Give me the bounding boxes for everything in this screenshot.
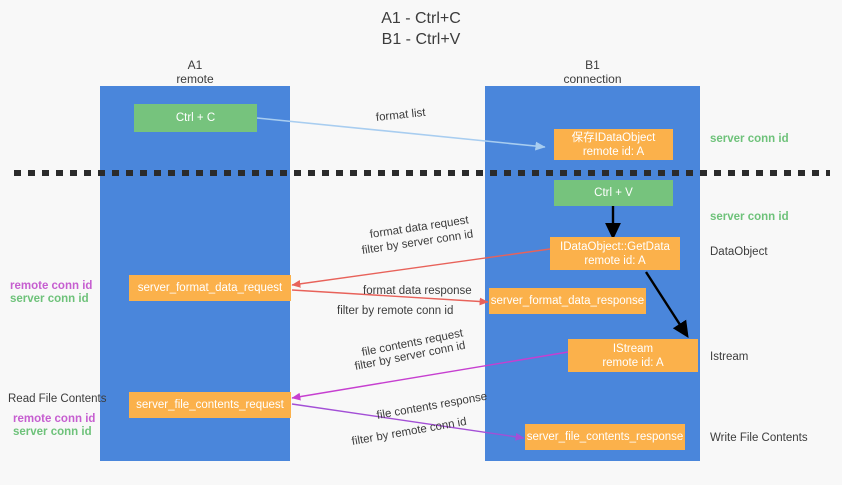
filter-prefix: filter by: [337, 305, 378, 317]
node-ctrl-v-label: Ctrl + V: [594, 187, 633, 199]
filter-key-remote-conn-id: remote conn id: [377, 305, 454, 317]
lane-a1-sub: remote: [176, 72, 214, 86]
node-getdata-line2: remote id: A: [584, 254, 646, 267]
edge-label-format-list: format list: [375, 106, 426, 126]
lane-b1-sub: connection: [563, 72, 622, 86]
node-istream[interactable]: IStream remote id: A: [568, 339, 698, 372]
page-title: A1 - Ctrl+C B1 - Ctrl+V: [0, 8, 842, 50]
left-label-remote-conn-id-lower: remote conn id: [13, 412, 95, 427]
node-save-dataobject-line2: remote id: A: [582, 145, 645, 158]
right-label-dataobject: DataObject: [710, 245, 768, 260]
left-label-remote-conn-id-upper: remote conn id: [10, 279, 92, 294]
node-server-format-data-response-label: server_format_data_response: [490, 295, 645, 307]
edge-label-format-data-response: format data response: [363, 284, 472, 299]
node-server-file-contents-request[interactable]: server_file_contents_request: [129, 392, 291, 418]
left-label-server-conn-id-lower-text: server conn id: [13, 426, 92, 438]
node-server-format-data-request[interactable]: server_format_data_request: [129, 275, 291, 301]
edge-label-file-contents-response-filter: filter by remote conn id: [351, 415, 468, 450]
node-ctrl-v[interactable]: Ctrl + V: [554, 180, 673, 206]
filter-prefix: filter by: [353, 353, 396, 373]
left-label-server-conn-id-upper-text: server conn id: [10, 293, 89, 305]
left-label-server-conn-id-lower: server conn id: [13, 425, 92, 440]
node-server-file-contents-response[interactable]: server_file_contents_response: [525, 424, 685, 450]
right-label-server-conn-id-second-text: server conn id: [710, 211, 789, 223]
lane-a1-name: A1: [187, 58, 203, 72]
edge-label-format-data-response-text: format data response: [363, 285, 472, 297]
edge-label-file-contents-response: file contents response: [376, 390, 489, 424]
node-save-dataobject[interactable]: 保存IDataObject remote id: A: [554, 129, 673, 160]
right-label-write-file-contents: Write File Contents: [710, 431, 808, 446]
node-istream-line1: IStream: [612, 342, 654, 355]
lane-header-a1: A1 remote: [100, 58, 290, 86]
node-server-file-contents-response-label: server_file_contents_response: [526, 431, 684, 443]
lane-b1-name: B1: [585, 58, 600, 72]
right-label-istream: Istream: [710, 350, 748, 365]
filter-prefix: filter by: [361, 239, 403, 257]
node-istream-line2: remote id: A: [602, 356, 664, 369]
title-line-1: A1 - Ctrl+C: [381, 10, 461, 27]
right-label-server-conn-id-top-text: server conn id: [710, 133, 789, 145]
node-ctrl-c-label: Ctrl + C: [175, 112, 216, 124]
left-label-read-file-contents: Read File Contents: [8, 392, 106, 407]
edge-label-file-contents-response-text: file contents response: [375, 390, 489, 422]
node-ctrl-c[interactable]: Ctrl + C: [134, 104, 257, 132]
node-server-format-data-request-label: server_format_data_request: [137, 282, 283, 294]
node-getdata-line1: IDataObject::GetData: [560, 240, 670, 253]
edge-label-format-list-text: format list: [375, 106, 427, 124]
left-label-remote-conn-id-lower-text: remote conn id: [13, 413, 96, 425]
left-label-read-file-contents-text: Read File Contents: [8, 393, 107, 405]
edge-label-format-data-response-filter: filter by remote conn id: [337, 304, 453, 319]
node-getdata[interactable]: IDataObject::GetData remote id: A: [550, 237, 680, 270]
filter-prefix: filter by: [350, 429, 393, 448]
left-label-remote-conn-id-upper-text: remote conn id: [10, 280, 93, 292]
lane-header-b1: B1 connection: [485, 58, 700, 86]
right-label-server-conn-id-second: server conn id: [710, 210, 789, 225]
right-label-dataobject-text: DataObject: [710, 246, 768, 258]
right-label-write-file-contents-text: Write File Contents: [710, 432, 808, 444]
node-server-file-contents-request-label: server_file_contents_request: [136, 399, 284, 411]
node-save-dataobject-line1: 保存IDataObject: [571, 131, 656, 144]
node-server-format-data-response[interactable]: server_format_data_response: [489, 288, 646, 314]
left-label-server-conn-id-upper: server conn id: [10, 292, 89, 307]
right-label-server-conn-id-top: server conn id: [710, 132, 789, 147]
title-line-2: B1 - Ctrl+V: [381, 31, 461, 48]
right-label-istream-text: Istream: [710, 351, 749, 363]
